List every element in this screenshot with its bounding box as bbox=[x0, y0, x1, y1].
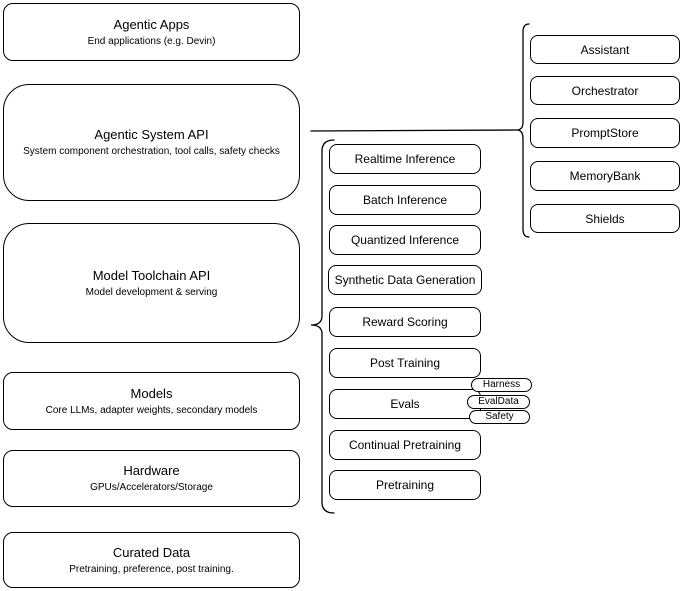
tag-evaldata: EvalData bbox=[467, 395, 530, 409]
node-subtitle: System component orchestration, tool cal… bbox=[23, 146, 280, 157]
system-api-connector-line bbox=[310, 129, 518, 132]
node-memorybank: MemoryBank bbox=[530, 161, 680, 191]
system-components-brace bbox=[516, 23, 530, 238]
node-title: Model Toolchain API bbox=[92, 267, 211, 283]
node-subtitle: Model development & serving bbox=[85, 286, 218, 298]
node-models: Models Core LLMs, adapter weights, secon… bbox=[3, 372, 300, 430]
node-evals: Evals bbox=[329, 389, 481, 419]
node-pretraining: Pretraining bbox=[329, 470, 481, 500]
node-post-training: Post Training bbox=[329, 348, 481, 378]
node-realtime-inference: Realtime Inference bbox=[329, 144, 481, 174]
node-batch-inference: Batch Inference bbox=[329, 185, 481, 215]
node-assistant: Assistant bbox=[530, 35, 680, 64]
node-continual-pretraining: Continual Pretraining bbox=[329, 430, 481, 460]
node-synthetic-data-generation: Synthetic Data Generation bbox=[328, 265, 482, 295]
node-subtitle: Pretraining, preference, post training. bbox=[69, 563, 234, 575]
node-title: Agentic Apps bbox=[113, 16, 190, 32]
node-shields: Shields bbox=[530, 204, 680, 233]
node-model-toolchain-api: Model Toolchain API Model development & … bbox=[3, 223, 300, 343]
node-hardware: Hardware GPUs/Accelerators/Storage bbox=[3, 450, 300, 507]
node-agentic-system-api: Agentic System API System component orch… bbox=[3, 84, 300, 201]
node-curated-data: Curated Data Pretraining, preference, po… bbox=[3, 532, 300, 588]
node-subtitle: GPUs/Accelerators/Storage bbox=[90, 482, 213, 493]
tag-safety: Safety bbox=[469, 410, 530, 424]
tag-harness: Harness bbox=[471, 378, 532, 392]
node-agentic-apps: Agentic Apps End applications (e.g. Devi… bbox=[3, 3, 300, 61]
node-subtitle: End applications (e.g. Devin) bbox=[87, 35, 216, 47]
node-orchestrator: Orchestrator bbox=[530, 76, 680, 105]
node-quantized-inference: Quantized Inference bbox=[329, 225, 481, 255]
node-reward-scoring: Reward Scoring bbox=[329, 307, 481, 337]
node-title: Models bbox=[130, 385, 173, 401]
node-title: Agentic System API bbox=[94, 127, 209, 142]
node-subtitle: Core LLMs, adapter weights, secondary mo… bbox=[45, 404, 258, 416]
node-promptstore: PromptStore bbox=[530, 118, 680, 148]
node-title: Curated Data bbox=[112, 544, 191, 560]
node-title: Hardware bbox=[123, 463, 180, 478]
